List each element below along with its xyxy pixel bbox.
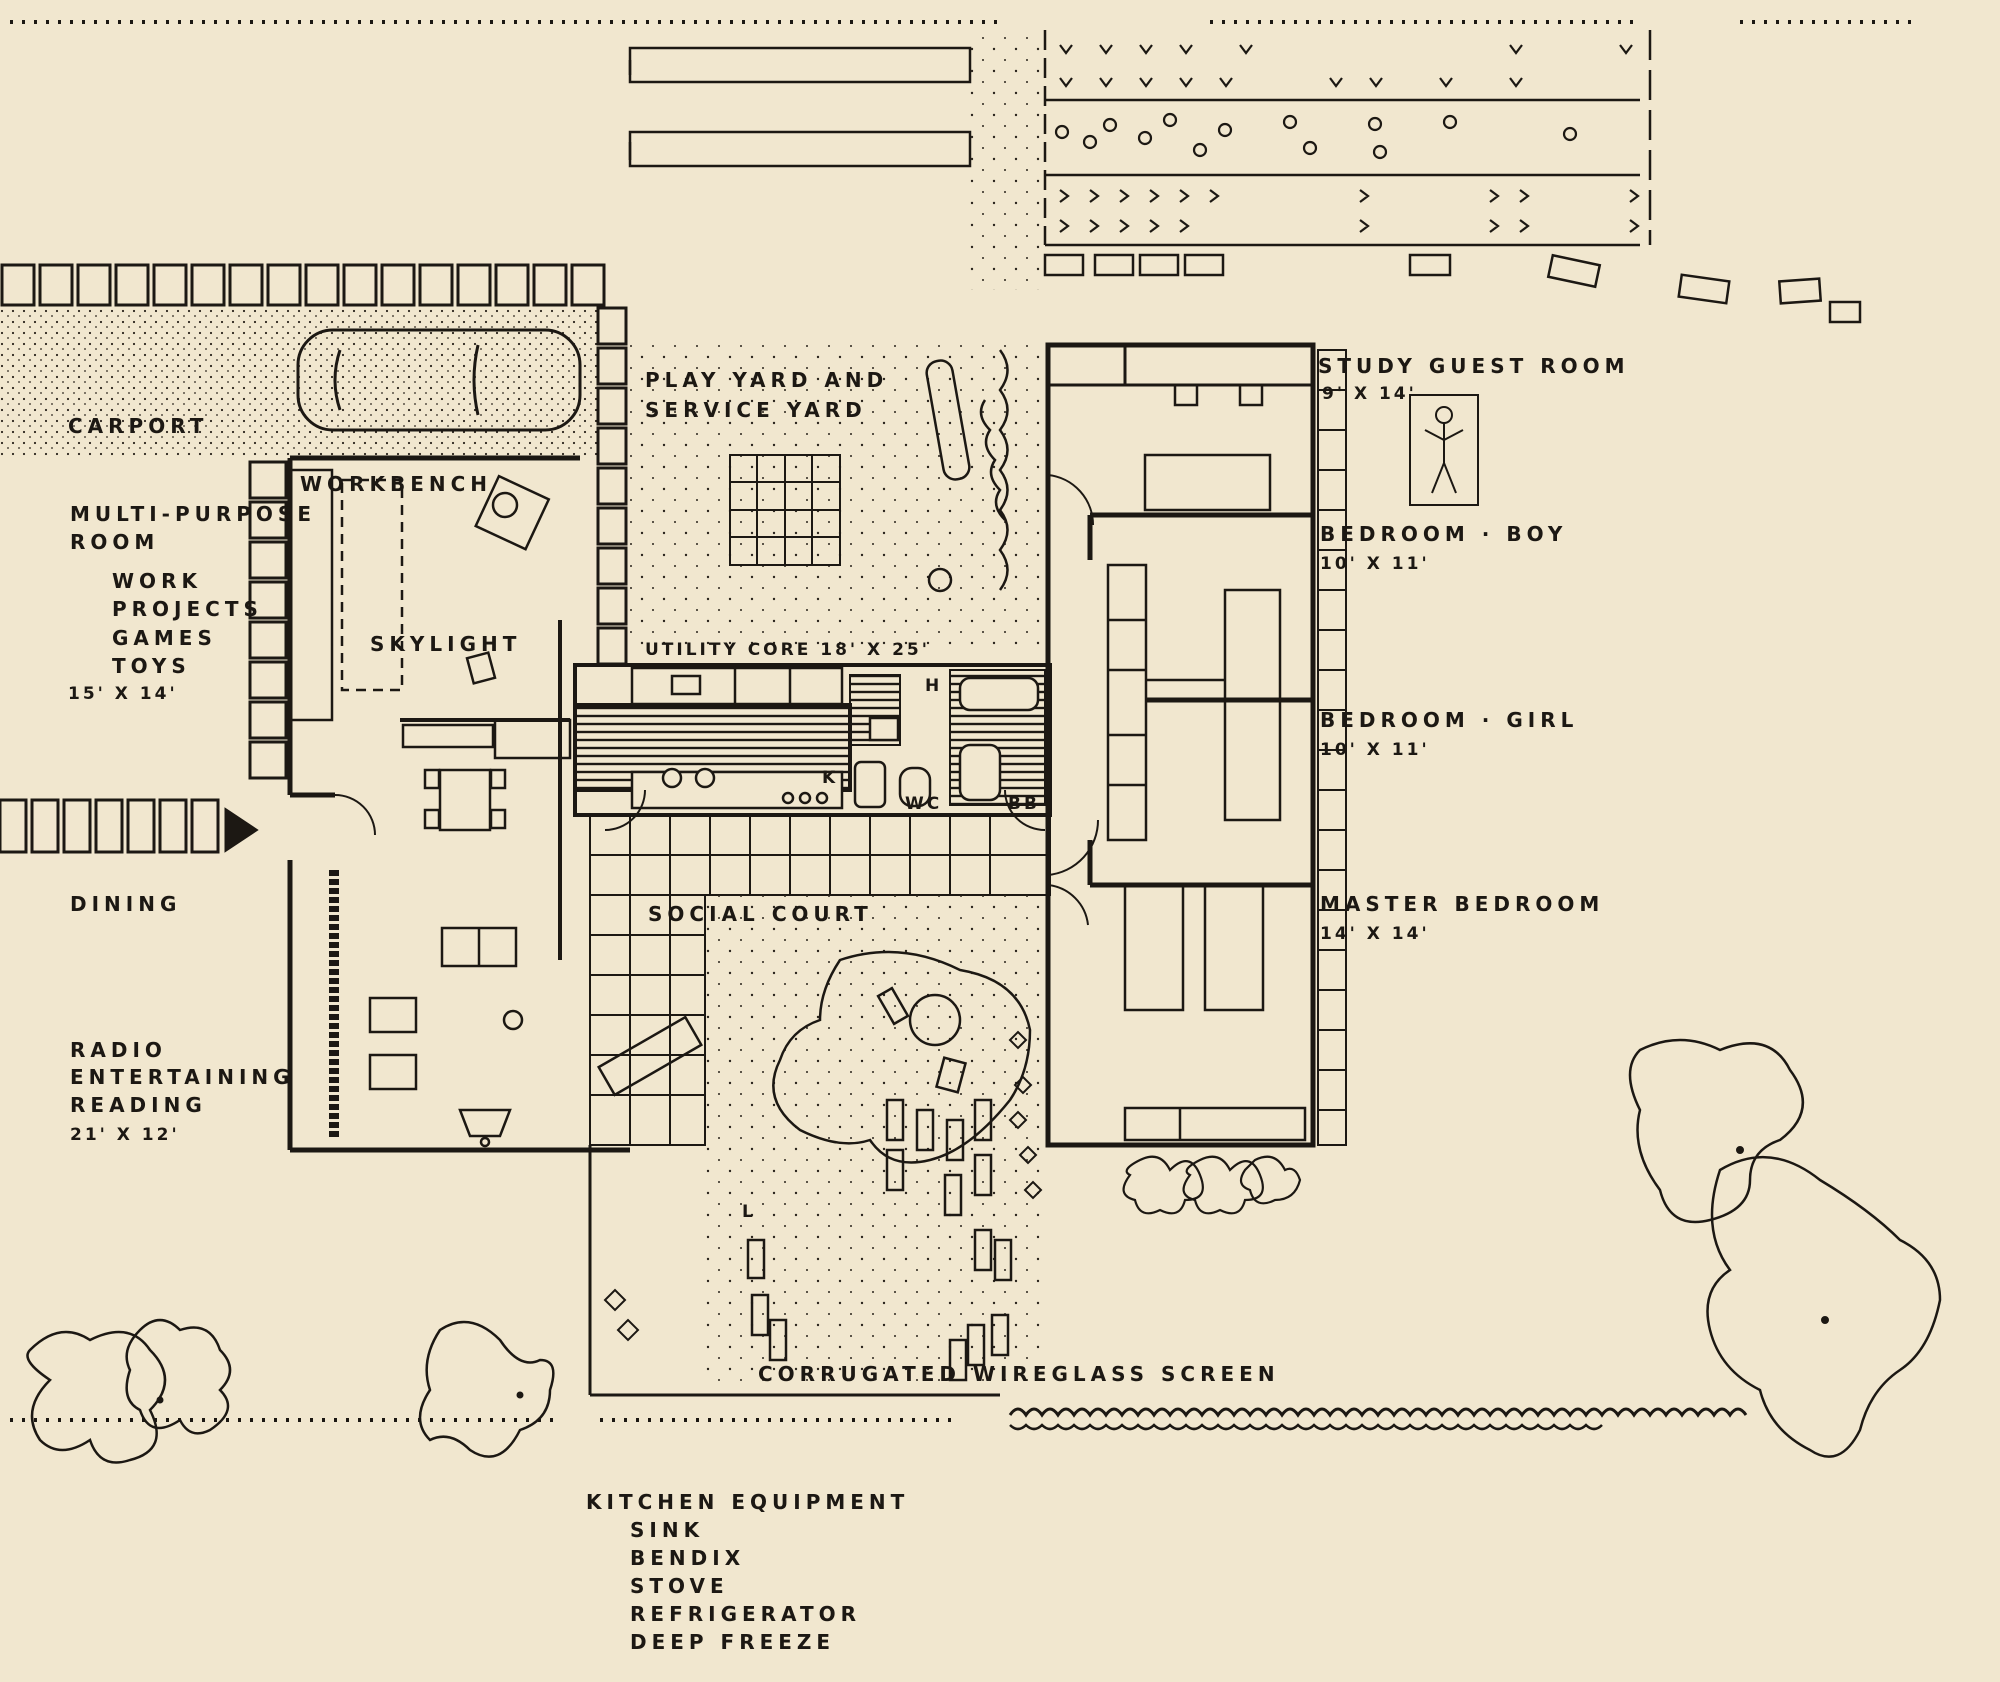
paving-row-top — [0, 263, 606, 307]
garden-plants — [1054, 44, 1640, 233]
kitchen-equipment-title: KITCHEN EQUIPMENT — [586, 1490, 910, 1514]
label-boy-dimensions: 10' X 11' — [1320, 554, 1430, 574]
label-projects: PROJECTS — [112, 597, 263, 621]
shrub-cluster — [1122, 1155, 1302, 1215]
dining-table — [401, 718, 572, 832]
play-grid — [729, 454, 841, 566]
paving-row-entry — [0, 798, 220, 854]
core-fixtures — [630, 666, 1040, 810]
wireglass-screen-planting — [1008, 1407, 1748, 1418]
planting-bed — [772, 950, 1032, 1164]
label-work: WORK — [112, 569, 202, 593]
label-skylight: SKYLIGHT — [370, 632, 522, 656]
label-living-dimensions: 21' X 12' — [70, 1125, 180, 1145]
label-toys: TOYS — [112, 654, 191, 678]
shrub-row — [925, 349, 1009, 591]
play-yard-ground — [630, 345, 1040, 645]
clothes-lines — [628, 46, 972, 168]
skylight — [340, 478, 404, 692]
ball-icon — [927, 567, 953, 593]
tree-large-1 — [1628, 1038, 1805, 1224]
stepping-stones — [746, 986, 1013, 1382]
label-bedroom-boy: BEDROOM · BOY — [1320, 522, 1568, 546]
social-court-ground — [705, 895, 1045, 1385]
label-code-l: L — [742, 1202, 756, 1222]
lounge-chair-icon — [596, 1015, 704, 1097]
kitchen-item: REFRIGERATOR — [630, 1602, 862, 1626]
label-games: GAMES — [112, 626, 217, 650]
label-code-bb: BB — [1008, 794, 1040, 814]
label-room: ROOM — [70, 530, 160, 554]
kitchen-item: STOVE — [630, 1574, 729, 1598]
label-carport: CARPORT — [68, 414, 209, 438]
label-multi-purpose: MULTI-PURPOSE — [70, 502, 316, 526]
label-code-h: H — [925, 676, 943, 696]
living-wing-walls — [287, 455, 630, 1153]
entry-arrow-icon — [224, 807, 259, 853]
label-service-yard: SERVICE YARD — [645, 398, 867, 422]
workbench-area — [288, 468, 551, 722]
label-play-yard: PLAY YARD AND — [645, 368, 889, 392]
label-girl-dimensions: 10' X 11' — [1320, 740, 1430, 760]
label-reading: READING — [70, 1093, 207, 1117]
living-furniture — [368, 926, 524, 1148]
carport-slab — [0, 308, 600, 458]
paving-column-right — [1317, 349, 1347, 1146]
label-bedroom-girl: BEDROOM · GIRL — [1320, 708, 1579, 732]
tree-large-2 — [1706, 1155, 1942, 1458]
label-code-wc: WC — [905, 794, 943, 814]
paving-column-left — [248, 460, 288, 780]
label-social-court: SOCIAL COURT — [648, 902, 873, 926]
label-code-k: K — [822, 768, 839, 788]
garden-rows — [1043, 30, 1862, 324]
label-master-bedroom: MASTER BEDROOM — [1320, 892, 1605, 916]
label-wireglass-screen: CORRUGATED WIREGLASS SCREEN — [758, 1362, 1280, 1386]
tree-small-left-3 — [418, 1320, 555, 1458]
label-study-guest-room: STUDY GUEST ROOM — [1318, 354, 1630, 378]
kitchen-item: SINK — [630, 1518, 705, 1542]
bedroom-wing-walls — [1045, 342, 1316, 1148]
label-entertaining: ENTERTAINING — [70, 1065, 295, 1089]
tree-small-left-2 — [125, 1318, 232, 1435]
label-radio: RADIO — [70, 1038, 167, 1062]
label-dining: DINING — [70, 892, 182, 916]
guest-bed-figure-icon — [1409, 394, 1479, 506]
label-study-dimensions: 9' X 14' — [1322, 384, 1417, 404]
bedroom-furniture — [1106, 383, 1307, 1142]
label-utility-core: UTILITY CORE 18' X 25' — [645, 640, 930, 660]
flower-icons — [603, 1030, 1043, 1342]
kitchen-equipment-list: KITCHEN EQUIPMENT SINK BENDIX STOVE REFR… — [586, 1488, 909, 1656]
car-icon — [296, 328, 582, 432]
kitchen-item: BENDIX — [630, 1546, 746, 1570]
label-workbench: WORKBENCH — [300, 472, 493, 496]
round-table — [908, 993, 962, 1047]
label-master-dimensions: 14' X 14' — [1320, 924, 1430, 944]
tree-small-left-1 — [26, 1330, 167, 1464]
kitchen-item: DEEP FREEZE — [630, 1630, 836, 1654]
label-multi-dimensions: 15' X 14' — [68, 684, 178, 704]
